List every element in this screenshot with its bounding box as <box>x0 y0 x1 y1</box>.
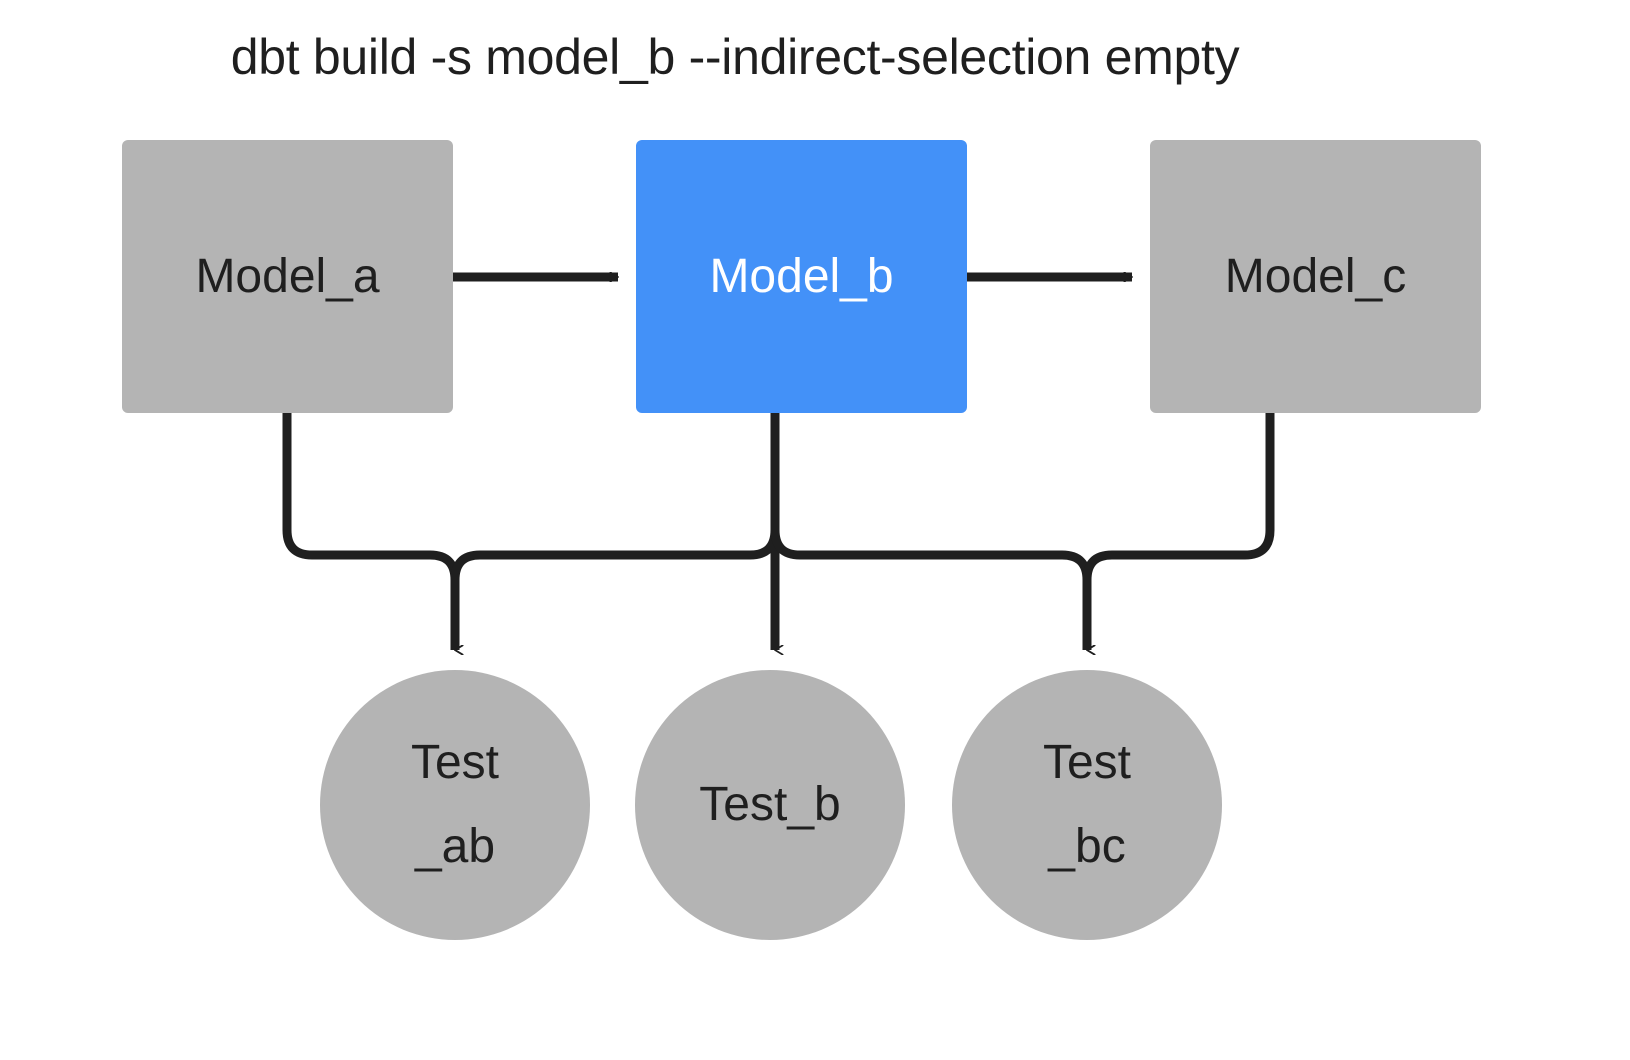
node-test-ab-label: Test _ab <box>410 736 500 873</box>
node-model-a-label: Model_a <box>195 249 380 303</box>
node-model-c[interactable]: Model_c <box>1150 140 1481 413</box>
node-model-c-label: Model_c <box>1224 249 1407 303</box>
node-test-b-label: Test_b <box>699 778 841 831</box>
node-model-a[interactable]: Model_a <box>122 140 453 413</box>
node-test-bc[interactable]: Test _bc <box>952 670 1222 940</box>
node-model-b-label: Model_b <box>709 249 894 303</box>
edge-model-b-to-test-ab <box>450 413 780 650</box>
node-test-bc-label: Test _bc <box>1042 736 1132 873</box>
node-test-b[interactable]: Test_b <box>635 670 905 940</box>
node-model-b[interactable]: Model_b <box>636 140 967 413</box>
edge-model-a-to-test-ab <box>282 413 455 650</box>
edge-model-c-to-test-bc <box>1082 413 1275 650</box>
diagram-title: dbt build -s model_b --indirect-selectio… <box>230 29 1240 85</box>
edge-model-b-to-test-bc <box>770 413 1087 650</box>
node-test-ab[interactable]: Test _ab <box>320 670 590 940</box>
